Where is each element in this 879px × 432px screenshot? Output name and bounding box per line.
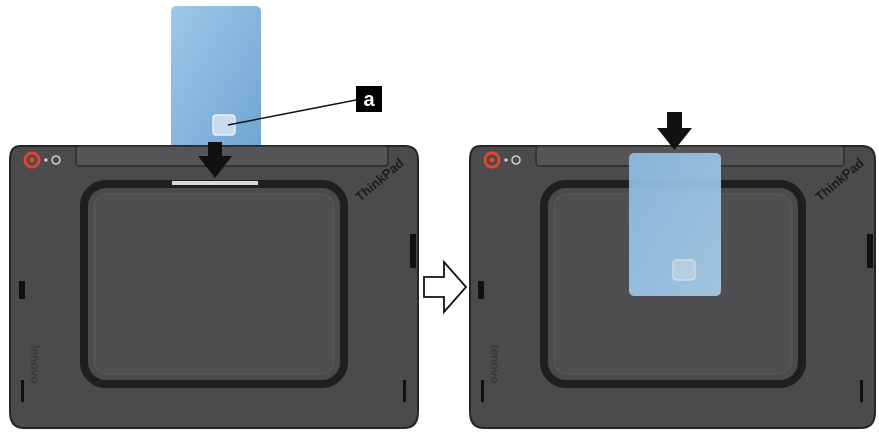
arrow-right-outline-icon	[423, 259, 468, 315]
sensor-dot	[51, 155, 61, 165]
callout-badge	[356, 86, 382, 112]
light-sensor-icon	[504, 158, 508, 162]
tablet-right: ThinkPad lenovo	[469, 112, 876, 429]
arrow-down-icon	[198, 142, 232, 178]
sensor-dot	[511, 155, 521, 165]
arrow-down-icon	[657, 112, 692, 150]
inner-panel	[93, 193, 335, 375]
tablet-left: ThinkPad lenovo a	[9, 6, 419, 429]
callout-label: a	[363, 89, 375, 111]
bottom-slot-left	[21, 380, 24, 402]
side-button-right	[410, 234, 416, 268]
light-sensor-icon	[44, 158, 48, 162]
camera-icon	[23, 151, 41, 169]
side-port-left	[478, 281, 484, 299]
smart-card-outside	[171, 6, 261, 156]
bottom-slot-left	[481, 380, 484, 402]
callout-leader	[227, 99, 357, 126]
card-chip	[212, 114, 236, 136]
side-button-right	[867, 234, 873, 268]
card-chip	[672, 259, 696, 281]
camera-icon	[483, 151, 501, 169]
bottom-slot-right	[403, 380, 406, 402]
lenovo-logo: lenovo	[28, 345, 42, 384]
lenovo-logo: lenovo	[488, 345, 502, 384]
slot-highlight	[172, 181, 258, 185]
side-port-left	[19, 281, 25, 299]
smart-card-inserted	[629, 153, 721, 296]
bottom-slot-right	[860, 380, 863, 402]
